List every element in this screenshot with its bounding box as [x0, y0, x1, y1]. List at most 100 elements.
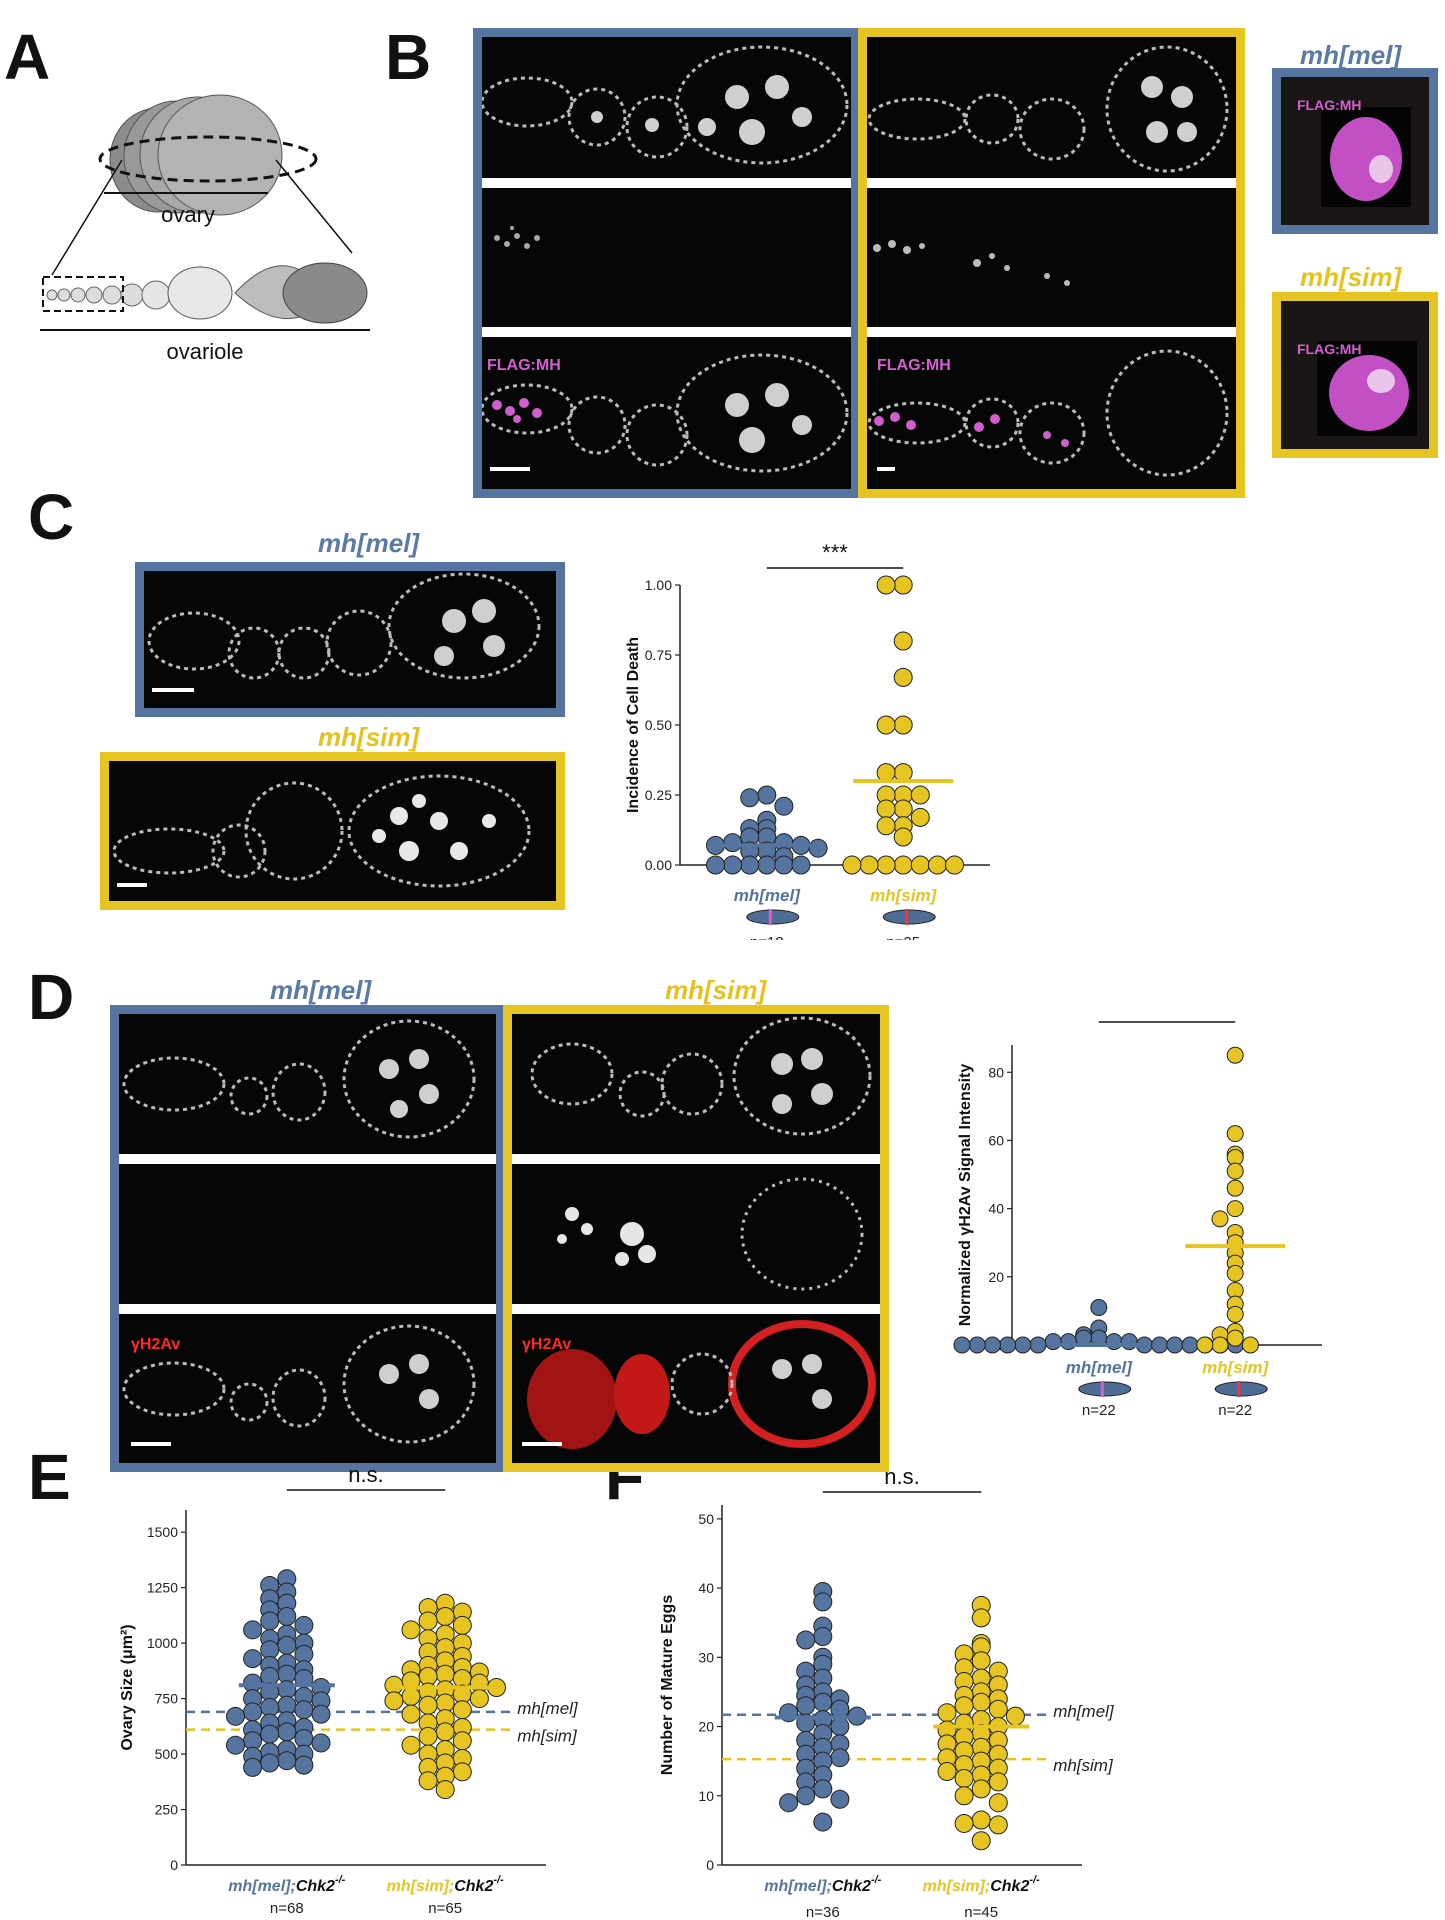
data-point [401, 1735, 421, 1755]
panel-b-mel-frame: FLAG:MH [473, 28, 860, 498]
construct-marker [905, 909, 909, 925]
ovary-label: ovary [161, 202, 215, 227]
y-tick-label: 250 [155, 1802, 179, 1818]
y-tick-label: 50 [698, 1511, 714, 1527]
y-tick-label: 80 [988, 1064, 1004, 1080]
data-point [1059, 1333, 1077, 1351]
y-tick-label: 0.50 [645, 717, 672, 733]
data-point [1226, 1305, 1244, 1323]
data-point [876, 799, 896, 819]
data-point [893, 715, 913, 735]
ovariole-label: ovariole [166, 339, 243, 364]
data-point [893, 763, 913, 783]
y-tick-label: 1500 [147, 1524, 178, 1540]
data-point [927, 855, 947, 875]
reference-line-label: mh[sim] [517, 1727, 578, 1746]
panel-letter-a: A [4, 21, 51, 93]
y-tick-label: 20 [988, 1269, 1004, 1285]
panel-c-sim-frame [100, 752, 565, 910]
data-point [971, 1810, 991, 1830]
data-point [813, 1779, 833, 1799]
n-label: n=22 [1218, 1402, 1252, 1419]
panel-letter-c: C [28, 481, 75, 553]
scale-bar [877, 467, 895, 471]
stain-label-flag-sim: FLAG:MH [877, 357, 951, 374]
data-point [1044, 1333, 1062, 1351]
construct-marker [1100, 1381, 1104, 1397]
data-point [971, 1831, 991, 1851]
category-label: mh[mel];Chk2-/- [764, 1874, 881, 1895]
data-point [435, 1780, 455, 1800]
data-point [1211, 1336, 1229, 1354]
category-label: mh[sim];Chk2-/- [387, 1874, 504, 1895]
y-tick-label: 0 [706, 1857, 714, 1873]
data-point [983, 1336, 1001, 1354]
stain-label-h2av-mel: γH2Av [131, 1336, 181, 1353]
data-point [971, 1608, 991, 1628]
data-point [774, 855, 794, 875]
inset-sim-frame: FLAG:MH [1272, 292, 1438, 458]
data-point [953, 1336, 971, 1354]
data-point [893, 827, 913, 847]
category-label: mh[sim];Chk2-/- [923, 1874, 1040, 1895]
ovary-drawing [98, 94, 318, 216]
data-point [260, 1753, 280, 1773]
data-point [937, 1762, 957, 1782]
micrograph-d-merge-sim: γH2Av [512, 1314, 880, 1463]
data-point [813, 1692, 833, 1712]
data-point [1014, 1336, 1032, 1354]
category-label: mh[sim] [870, 886, 937, 905]
data-point [971, 1692, 991, 1712]
n-label: n=65 [428, 1900, 462, 1917]
data-point [435, 1607, 455, 1626]
data-point [808, 838, 828, 858]
y-tick-label: 0.00 [645, 857, 672, 873]
data-point [418, 1611, 438, 1631]
data-point [945, 855, 964, 875]
data-point [452, 1731, 472, 1751]
y-tick-label: 30 [698, 1649, 714, 1665]
micrograph-c-mel [144, 571, 556, 708]
y-tick-label: 10 [698, 1788, 714, 1804]
data-point [723, 833, 743, 853]
data-point [277, 1722, 297, 1742]
micrograph-signal-mel [482, 188, 851, 327]
y-tick-label: 60 [988, 1132, 1004, 1148]
data-point [260, 1724, 280, 1744]
data-point [954, 1696, 974, 1716]
y-tick-label: 1.00 [645, 577, 672, 593]
panel-c-sim-title: mh[sim] [318, 722, 420, 752]
data-point [740, 788, 760, 808]
y-axis-label: Incidence of Cell Death [625, 637, 642, 813]
micrograph-d-dapi-sim [512, 1014, 880, 1154]
micrograph-c-sim [109, 761, 556, 901]
data-point [1029, 1336, 1047, 1354]
data-point [954, 1813, 974, 1833]
scale-bar [152, 688, 194, 692]
data-point [1105, 1333, 1123, 1351]
stain-label-h2av-sim: γH2Av [522, 1336, 572, 1353]
data-point [830, 1699, 850, 1719]
data-point [723, 855, 743, 875]
data-point [452, 1700, 472, 1720]
data-point [968, 1336, 986, 1354]
data-point [401, 1620, 421, 1640]
data-point [418, 1726, 438, 1746]
construct-marker [1237, 1381, 1241, 1397]
n-label: n=18 [750, 934, 784, 940]
inset-sim-title: mh[sim] [1300, 262, 1402, 292]
significance-label: n.s. [348, 1462, 383, 1487]
data-point [452, 1615, 472, 1635]
n-label: n=68 [270, 1900, 304, 1917]
data-point [1226, 1264, 1244, 1282]
category-label: mh[sim] [1202, 1358, 1269, 1377]
panel-d-mel-title: mh[mel] [270, 975, 372, 1005]
inset-sim-stain: FLAG:MH [1297, 341, 1362, 357]
panel-d-sim-frame: γH2Av [503, 1005, 889, 1472]
inset-sim-nucleus [1317, 341, 1417, 436]
n-label: n=22 [1082, 1402, 1116, 1419]
panel-d-sim-title: mh[sim] [665, 975, 767, 1005]
data-point [469, 1689, 489, 1709]
data-point [893, 667, 913, 687]
